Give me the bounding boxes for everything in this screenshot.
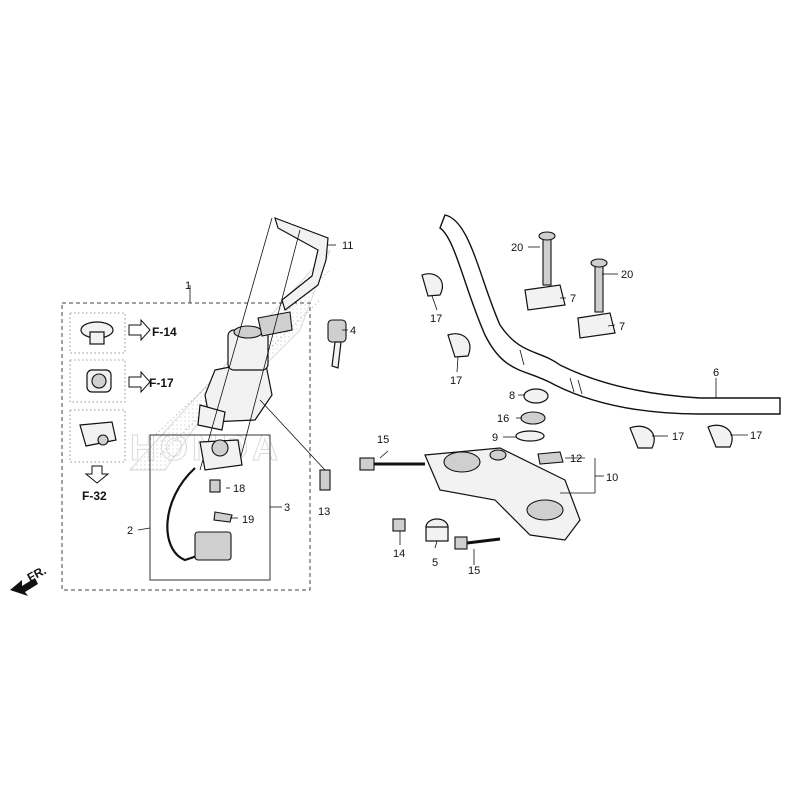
ref-arrow-f17 — [128, 370, 151, 394]
ref-label-f17: F-17 — [149, 376, 174, 390]
callout-3: 3 — [284, 502, 290, 514]
screw-18 — [209, 479, 221, 493]
clamp-17-a — [421, 273, 443, 297]
callout-20-right: 20 — [621, 269, 633, 281]
callout-12: 12 — [570, 453, 582, 465]
callout-14: 14 — [393, 548, 405, 560]
ref-arrow-f14 — [128, 318, 151, 342]
collar-5 — [425, 518, 449, 542]
callout-11: 11 — [342, 240, 353, 252]
switch-wire-connector — [166, 439, 243, 562]
ignition-kit-box — [61, 302, 311, 591]
callout-4: 4 — [350, 325, 356, 337]
ignition-switch-part — [197, 311, 293, 431]
clamp-17-c — [629, 425, 655, 449]
callout-18: 18 — [233, 483, 245, 495]
bolt-14 — [392, 518, 406, 532]
upper-holder-2 — [577, 258, 616, 339]
callout-13: 13 — [318, 506, 330, 518]
handlebar-part — [439, 214, 781, 415]
front-direction-label: FR. — [25, 563, 49, 584]
callout-17-b: 17 — [450, 375, 462, 387]
washer-9 — [515, 430, 545, 442]
callout-19: 19 — [242, 514, 254, 526]
callout-10: 10 — [606, 472, 618, 484]
callout-5: 5 — [432, 557, 438, 569]
ref-label-f14: F-14 — [152, 325, 177, 339]
bolt-15-upper — [359, 457, 425, 471]
ref-box-f17 — [69, 359, 126, 403]
callout-9: 9 — [492, 432, 498, 444]
plate-12 — [537, 451, 564, 465]
upper-holder-1 — [524, 231, 566, 311]
front-direction-arrow — [10, 578, 38, 596]
callout-7-upper: 7 — [570, 293, 576, 305]
callout-1: 1 — [185, 280, 191, 292]
callout-20-left: 20 — [511, 242, 523, 254]
callout-7-lower: 7 — [619, 321, 625, 333]
clamp-17-d — [707, 424, 733, 448]
screw-13 — [259, 399, 331, 491]
ref-box-f32 — [69, 409, 126, 463]
callout-16: 16 — [497, 413, 509, 425]
bolt-15-lower — [454, 536, 501, 550]
ref-arrow-f32 — [84, 465, 110, 484]
leader-lines — [137, 244, 748, 565]
callout-17-c: 17 — [672, 431, 684, 443]
callout-17-a: 17 — [430, 313, 442, 325]
clamp-17-b — [447, 333, 471, 358]
seat-lock-icon — [79, 421, 117, 447]
callout-15-lower: 15 — [468, 565, 480, 577]
top-bridge-part — [424, 447, 581, 541]
washer-16 — [520, 411, 546, 425]
lock-cylinder-icon — [86, 369, 112, 393]
key-part — [327, 319, 347, 369]
callout-15-upper: 15 — [377, 434, 389, 446]
callout-8: 8 — [509, 390, 515, 402]
ref-label-f32: F-32 — [82, 489, 107, 503]
callout-17-d: 17 — [750, 430, 762, 442]
callout-2: 2 — [127, 525, 133, 537]
clip-19 — [213, 511, 233, 523]
nut-8 — [523, 388, 549, 404]
cap-nut-icon — [80, 321, 114, 345]
callout-6: 6 — [713, 367, 719, 379]
